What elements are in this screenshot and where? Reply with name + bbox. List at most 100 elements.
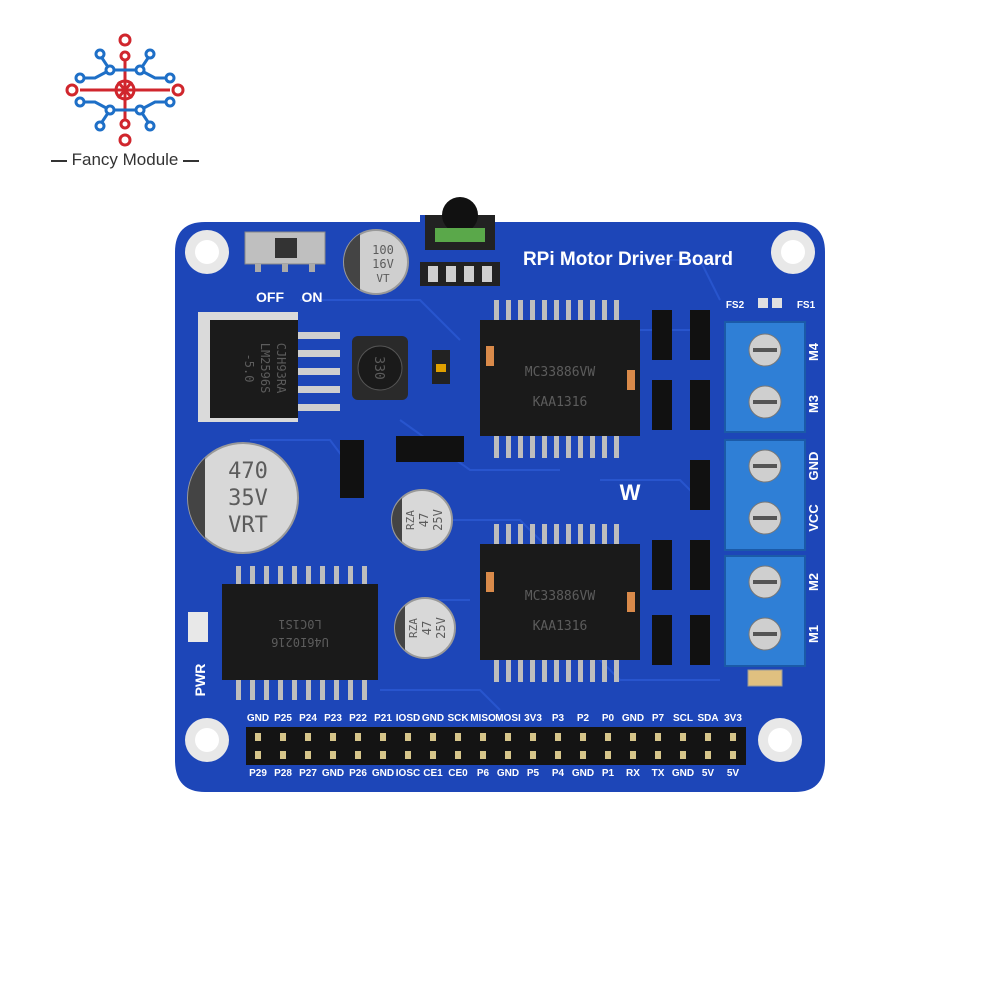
header-bottom-label-19: 5V xyxy=(727,768,740,779)
driver-chip-2: MC33886VW KAA1316 xyxy=(480,524,640,682)
fuse-pad-fs1 xyxy=(772,298,782,308)
header-pin xyxy=(630,733,636,741)
gpio-header[interactable] xyxy=(246,727,746,765)
terminal-motor-m2-m1[interactable] xyxy=(724,555,806,667)
cap-mid-voltage: 25V xyxy=(431,509,445,531)
header-top-label-14: P0 xyxy=(602,713,615,724)
header-pin xyxy=(705,751,711,759)
header-bottom-label-9: P6 xyxy=(477,768,490,779)
header-pin xyxy=(530,733,536,741)
cap-mid-value: 47 xyxy=(417,513,431,527)
fuse-label-fs2: FS2 xyxy=(726,300,745,311)
header-top-label-10: MOSI xyxy=(495,713,521,724)
header-pin xyxy=(380,733,386,741)
header-pin xyxy=(455,751,461,759)
header-pin xyxy=(705,733,711,741)
header-pin xyxy=(430,733,436,741)
header-pin xyxy=(555,751,561,759)
regulator-part: LM2596S xyxy=(258,343,272,394)
header-top-label-19: 3V3 xyxy=(724,713,742,724)
header-pin xyxy=(680,733,686,741)
header-bottom-label-16: TX xyxy=(652,768,665,779)
header-pin xyxy=(555,733,561,741)
header-pin xyxy=(730,733,736,741)
header-pin xyxy=(605,733,611,741)
header-pin xyxy=(330,751,336,759)
diode-left xyxy=(340,440,364,498)
header-pin xyxy=(355,733,361,741)
inductor-value: 330 xyxy=(371,356,386,379)
cap-big-series: VRT xyxy=(228,513,268,538)
terminal-motor-m4-m3[interactable] xyxy=(724,321,806,433)
header-bottom-label-18: 5V xyxy=(702,768,715,779)
header-top-label-11: 3V3 xyxy=(524,713,542,724)
terminal-label-m2: M2 xyxy=(806,573,821,591)
cap-low-voltage: 25V xyxy=(434,617,448,639)
header-bottom-label-0: P29 xyxy=(249,768,267,779)
header-top-label-7: GND xyxy=(422,713,444,724)
terminal-power-gnd-vcc[interactable] xyxy=(724,439,806,551)
power-switch[interactable] xyxy=(244,231,326,272)
header-top-label-13: P2 xyxy=(577,713,590,724)
header-top-label-6: IOSD xyxy=(396,713,420,724)
header-pin xyxy=(255,733,261,741)
voltage-regulator: CJH93RA LM2596S -5.0 xyxy=(198,312,340,422)
header-pin xyxy=(455,733,461,741)
header-pin xyxy=(530,751,536,759)
header-pin xyxy=(680,751,686,759)
header-top-label-0: GND xyxy=(247,713,269,724)
header-pin xyxy=(305,733,311,741)
cap-big-value: 470 xyxy=(228,459,268,484)
header-bottom-label-12: P4 xyxy=(552,768,565,779)
terminal-label-gnd: GND xyxy=(806,452,821,481)
driver-chip-2-part: MC33886VW xyxy=(525,589,596,604)
capacitor-100uf: 100 16V VT xyxy=(343,229,409,295)
header-bottom-label-6: IOSC xyxy=(396,768,420,779)
header-pin xyxy=(405,751,411,759)
cap-low-value: 47 xyxy=(420,621,434,635)
header-top-label-17: SCL xyxy=(673,713,693,724)
header-top-label-3: P23 xyxy=(324,713,342,724)
smd-fuse xyxy=(747,669,783,687)
header-pin xyxy=(255,751,261,759)
cap-mid-series: RZA xyxy=(404,510,417,530)
header-bottom-label-5: GND xyxy=(372,768,394,779)
header-pin xyxy=(580,751,586,759)
header-bottom-label-11: P5 xyxy=(527,768,540,779)
switch-on-label: ON xyxy=(302,289,323,305)
header-top-label-5: P21 xyxy=(374,713,392,724)
switch-off-label: OFF xyxy=(256,289,284,305)
header-bottom-label-7: CE1 xyxy=(423,768,443,779)
header-pin xyxy=(405,733,411,741)
terminal-label-m3: M3 xyxy=(806,395,821,413)
waveshare-mark-icon: W xyxy=(620,480,641,505)
cap-big-voltage: 35V xyxy=(228,486,268,511)
header-top-label-8: SCK xyxy=(447,713,469,724)
header-pin xyxy=(480,733,486,741)
logic-chip-lot: L0C1S1 xyxy=(278,617,321,631)
brand-logo xyxy=(40,30,210,180)
header-pin xyxy=(355,751,361,759)
header-bottom-label-17: GND xyxy=(672,768,694,779)
header-top-label-12: P3 xyxy=(552,713,565,724)
capacitor-470uf: 470 35V VRT xyxy=(187,442,299,554)
header-pin xyxy=(630,751,636,759)
header-top-label-15: GND xyxy=(622,713,644,724)
header-pin xyxy=(730,751,736,759)
header-pin xyxy=(480,751,486,759)
header-pin xyxy=(380,751,386,759)
header-top-label-2: P24 xyxy=(299,713,317,724)
regulator-code: CJH93RA xyxy=(274,343,288,394)
header-pin xyxy=(655,751,661,759)
terminal-label-m1: M1 xyxy=(806,625,821,643)
cap-low-series: RZA xyxy=(407,618,420,638)
brand-name: Fancy Module xyxy=(40,150,210,170)
header-housing xyxy=(246,727,746,765)
cap-top-voltage: 16V xyxy=(372,257,394,271)
header-bottom-label-15: RX xyxy=(626,768,640,779)
ir-receiver xyxy=(425,197,495,250)
circuit-logo-icon xyxy=(65,33,185,147)
diode-center xyxy=(396,436,464,462)
protection-diodes xyxy=(652,310,710,665)
